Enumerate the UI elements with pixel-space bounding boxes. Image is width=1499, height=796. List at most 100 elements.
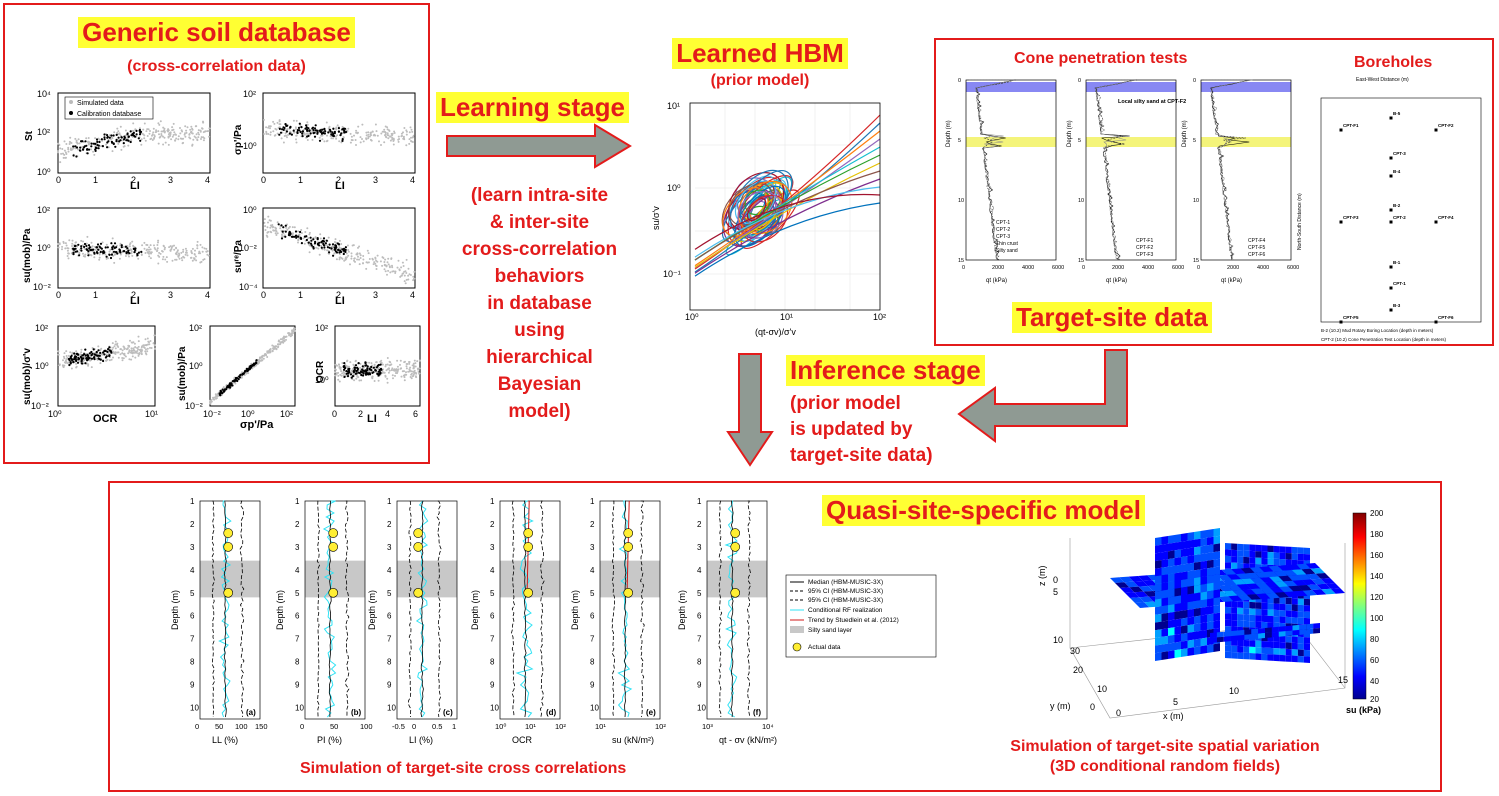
rf-cell	[1155, 567, 1162, 577]
simulated-point	[404, 360, 406, 363]
simulated-point	[84, 253, 87, 256]
simulated-point	[374, 123, 377, 126]
simulated-point	[387, 371, 390, 374]
simulated-point	[93, 153, 96, 156]
calibration-point	[106, 136, 109, 139]
calibration-point	[354, 364, 358, 367]
simulated-point	[412, 367, 415, 369]
svg-text:10¹: 10¹	[145, 409, 158, 419]
calibration-point	[322, 244, 326, 247]
calibration-point	[80, 358, 83, 361]
simulated-point	[293, 131, 295, 134]
rf-cell	[1251, 588, 1266, 595]
rf-cell	[1155, 606, 1162, 615]
simulated-point	[213, 398, 216, 401]
simulated-point	[271, 349, 274, 352]
rf-cell	[1161, 589, 1168, 599]
simulated-point	[132, 349, 135, 352]
rf-cell	[1283, 580, 1298, 587]
rf-cell	[1249, 544, 1256, 552]
svg-text:10²: 10²	[37, 127, 50, 137]
rf-cell	[1174, 557, 1181, 566]
calibration-point	[115, 138, 118, 141]
simulated-point	[375, 130, 378, 133]
simulated-point	[204, 130, 207, 133]
simulated-point	[71, 353, 74, 356]
simulated-point	[89, 359, 92, 362]
simulated-point	[153, 244, 155, 247]
rf-cell	[1181, 563, 1188, 573]
calibration-point	[226, 386, 229, 389]
simulated-point	[165, 256, 168, 259]
simulated-point	[361, 138, 363, 140]
simulated-point	[332, 137, 334, 140]
rf-cell	[1255, 551, 1262, 558]
simulated-point	[383, 268, 386, 271]
calibration-point	[80, 249, 83, 252]
rf-cell	[1237, 620, 1244, 628]
calibration-point	[134, 247, 137, 250]
silty-sand-band	[966, 137, 1056, 147]
calibration-point	[286, 124, 289, 127]
rf-cell	[1187, 624, 1194, 633]
calibration-point	[92, 142, 95, 145]
simulated-point	[340, 257, 343, 259]
simulated-point	[347, 249, 350, 251]
rf-cell	[1161, 605, 1168, 614]
quasi-title: Quasi-site-specific model	[822, 495, 1145, 526]
rf-cell	[1313, 623, 1320, 629]
borehole-marker	[1339, 220, 1343, 224]
calibration-point	[255, 359, 258, 362]
calibration-point	[339, 134, 342, 137]
calibration-point	[311, 127, 314, 130]
simulated-point	[143, 137, 146, 140]
depth-tick: 2	[490, 520, 495, 529]
actual-data-point	[730, 542, 741, 552]
rf-cell	[1285, 648, 1292, 656]
simulated-point	[191, 259, 194, 262]
simulated-point	[335, 241, 338, 244]
calibration-point	[90, 354, 93, 357]
cpt-xtick: 2000	[1227, 265, 1239, 271]
borehole-label: CPT-F1	[1343, 123, 1359, 128]
profile-legend	[785, 574, 937, 658]
simulated-point	[305, 132, 308, 135]
simulated-point	[262, 133, 265, 135]
rf-cell	[1187, 562, 1194, 572]
simulated-point	[383, 128, 386, 131]
calibration-point	[122, 138, 126, 141]
rf-cell	[1181, 617, 1188, 627]
simulated-point	[282, 141, 285, 144]
simulated-point	[57, 150, 59, 153]
borehole-label: CPT-F3	[1343, 215, 1359, 220]
rf-cell	[1231, 607, 1238, 614]
calibration-point	[278, 127, 281, 130]
svg-text:10⁰: 10⁰	[189, 361, 203, 371]
svg-text:10⁰: 10⁰	[243, 141, 257, 151]
simulated-point	[111, 237, 114, 240]
rf-cell	[1174, 564, 1181, 574]
simulated-point	[407, 278, 410, 281]
simulated-point	[64, 247, 67, 250]
plot-frame-2	[262, 92, 416, 174]
calibration-point	[100, 138, 103, 141]
rf-cell	[1168, 535, 1175, 544]
rf-cell	[1291, 636, 1298, 644]
simulated-point	[408, 142, 411, 145]
calibration-point	[377, 374, 380, 377]
simulated-point	[198, 250, 201, 253]
rf-cell	[1273, 558, 1280, 566]
simulated-point	[267, 221, 269, 224]
cpt-ytick: 15	[1193, 258, 1199, 264]
calibration-point	[280, 224, 283, 227]
svg-text:100: 100	[1370, 614, 1384, 623]
hbm-trend-line	[694, 186, 881, 258]
borehole-label: CPT-F2	[1438, 123, 1454, 128]
simulated-point	[193, 258, 196, 261]
rf-cell	[1291, 610, 1298, 618]
simulated-point	[358, 245, 361, 248]
calibration-point	[94, 353, 97, 356]
calibration-point	[102, 359, 105, 363]
calibration-point	[86, 248, 89, 251]
rf-cell	[1200, 537, 1207, 547]
